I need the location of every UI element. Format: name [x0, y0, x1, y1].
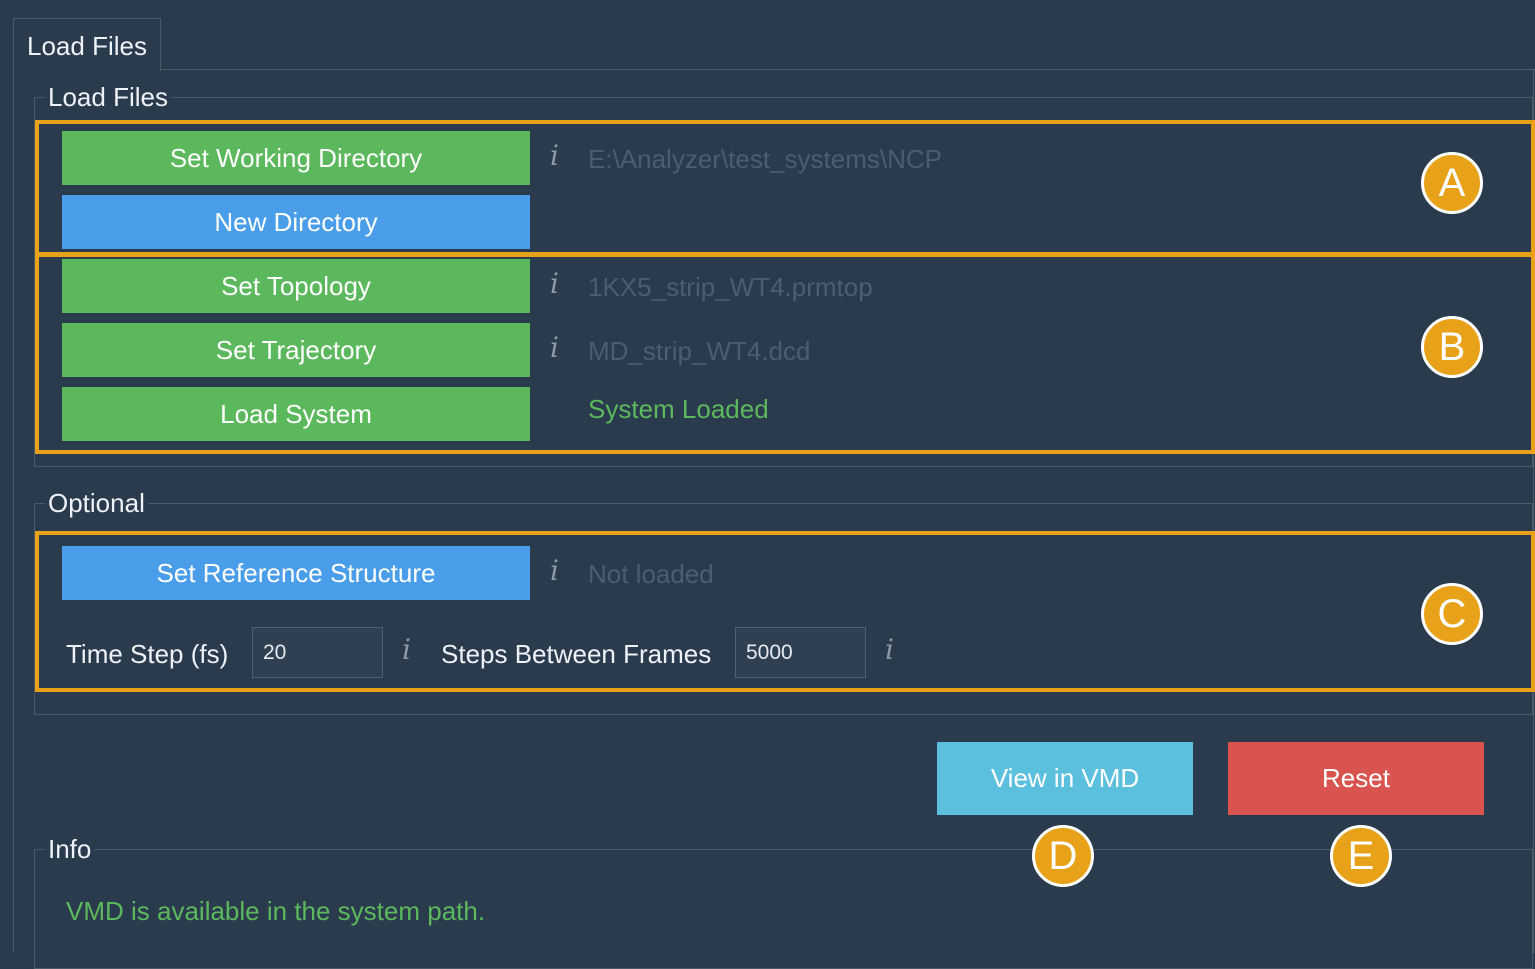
- annotation-badge-a: A: [1421, 152, 1483, 214]
- annotation-badge-b: B: [1421, 316, 1483, 378]
- annotation-badge-c: C: [1421, 583, 1483, 645]
- pane-border-right: [1533, 70, 1534, 953]
- working-directory-path: E:\Analyzer\test_systems\NCP: [588, 144, 942, 174]
- working-directory-info-icon[interactable]: i: [550, 139, 559, 172]
- annotation-box-b: [35, 253, 1535, 454]
- info-message: VMD is available in the system path.: [66, 896, 486, 926]
- tab-bar-divider: [160, 69, 1535, 70]
- reset-button[interactable]: Reset: [1228, 742, 1484, 815]
- reference-info-icon[interactable]: i: [550, 554, 559, 587]
- optional-group-title: Optional: [45, 488, 148, 518]
- annotation-box-a: [35, 120, 1535, 256]
- tab-load-files[interactable]: Load Files: [13, 18, 161, 71]
- time-step-info-icon[interactable]: i: [402, 633, 411, 666]
- annotation-badge-d: D: [1032, 825, 1094, 887]
- view-in-vmd-button[interactable]: View in VMD: [937, 742, 1193, 815]
- annotation-box-c: [35, 531, 1535, 692]
- steps-between-frames-input[interactable]: [735, 627, 866, 678]
- time-step-label: Time Step (fs): [66, 639, 229, 669]
- pane-border-left: [13, 70, 14, 953]
- time-step-input[interactable]: [252, 627, 383, 678]
- annotation-badge-e: E: [1330, 825, 1392, 887]
- set-topology-button[interactable]: Set Topology: [62, 259, 530, 313]
- set-reference-structure-button[interactable]: Set Reference Structure: [62, 546, 530, 600]
- trajectory-info-icon[interactable]: i: [550, 331, 559, 364]
- reference-status-text: Not loaded: [588, 559, 714, 589]
- load-files-group-title: Load Files: [45, 82, 171, 112]
- new-directory-button[interactable]: New Directory: [62, 195, 530, 249]
- topology-info-icon[interactable]: i: [550, 267, 559, 300]
- system-status-text: System Loaded: [588, 394, 769, 424]
- set-trajectory-button[interactable]: Set Trajectory: [62, 323, 530, 377]
- steps-between-frames-info-icon[interactable]: i: [885, 633, 894, 666]
- info-group-title: Info: [45, 834, 95, 864]
- load-system-button[interactable]: Load System: [62, 387, 530, 441]
- steps-between-frames-label: Steps Between Frames: [441, 639, 712, 669]
- topology-file-name: 1KX5_strip_WT4.prmtop: [588, 272, 873, 302]
- trajectory-file-name: MD_strip_WT4.dcd: [588, 336, 811, 366]
- set-working-directory-button[interactable]: Set Working Directory: [62, 131, 530, 185]
